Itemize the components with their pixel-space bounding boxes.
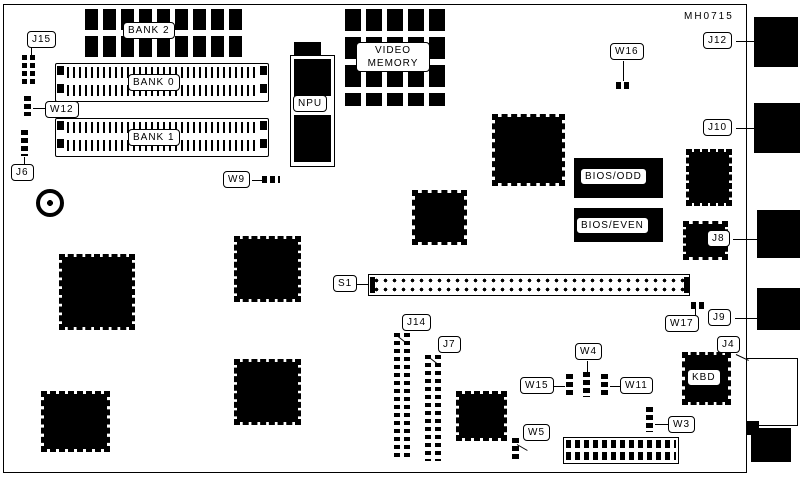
w9-jumper	[262, 176, 280, 183]
ic-chip	[41, 391, 110, 452]
j14-pin-column	[404, 333, 410, 461]
w3-jumper	[646, 407, 653, 432]
ic-chip	[412, 190, 467, 245]
connector-j8	[757, 210, 800, 258]
label-j6: J6	[11, 164, 34, 181]
ic-chip	[59, 254, 135, 330]
connector-j12	[754, 17, 798, 67]
simm-latch	[260, 121, 267, 130]
npu-chip-upper	[294, 59, 331, 96]
label-w16: W16	[610, 43, 644, 60]
label-bank2: BANK 2	[123, 22, 175, 39]
label-bios-even: BIOS/EVEN	[576, 217, 649, 234]
s1-end-block	[684, 277, 689, 293]
w12-jumper	[24, 96, 31, 116]
label-w15: W15	[520, 377, 554, 394]
label-j14: J14	[402, 314, 432, 331]
label-w3: W3	[668, 416, 695, 433]
callout-pointer	[357, 284, 369, 285]
part-number: MH0715	[684, 11, 734, 22]
s1-pin-dots	[372, 276, 686, 294]
simm-latch	[260, 66, 267, 75]
label-npu: NPU	[293, 95, 328, 112]
s1-end-block	[370, 277, 375, 293]
w4-jumper	[583, 372, 590, 397]
label-w5: W5	[523, 424, 550, 441]
simm-latch	[57, 121, 64, 130]
callout-pointer	[252, 180, 262, 181]
npu-top-tab	[294, 42, 321, 55]
callout-pointer	[695, 308, 696, 316]
label-s1: S1	[333, 275, 358, 292]
label-bios-odd: BIOS/ODD	[580, 168, 647, 185]
callout-pointer	[736, 128, 754, 129]
callout-pointer	[736, 41, 754, 42]
connector-j9	[757, 288, 800, 330]
w16-jumper	[616, 82, 632, 89]
connector-j4	[746, 358, 798, 426]
w17-jumper	[691, 302, 707, 309]
label-bank1: BANK 1	[128, 129, 180, 146]
bottom-header-pin-row	[566, 440, 676, 448]
label-j7: J7	[438, 336, 461, 353]
label-bank0: BANK 0	[128, 74, 180, 91]
bank1-pin-row	[67, 122, 257, 133]
callout-pointer	[623, 61, 624, 81]
simm-latch	[57, 84, 64, 93]
ic-chip	[492, 114, 565, 186]
callout-pointer	[610, 386, 620, 387]
w11-jumper	[601, 374, 608, 398]
callout-pointer	[733, 239, 757, 240]
label-j10: J10	[703, 119, 733, 136]
simm-latch	[260, 139, 267, 148]
npu-chip-lower	[294, 115, 331, 162]
mounting-hole	[36, 189, 64, 217]
bottom-header-pin-row	[566, 452, 676, 460]
j14-pin-column	[394, 333, 400, 461]
label-j4: J4	[717, 336, 740, 353]
j7-pin-column	[435, 355, 441, 461]
w5-jumper	[512, 438, 519, 460]
j7-pin-column	[425, 355, 431, 461]
connector-j10	[754, 103, 800, 153]
label-j8: J8	[707, 230, 730, 247]
j6-jumper	[21, 130, 28, 156]
label-w9: W9	[223, 171, 250, 188]
connector-bottom-right	[751, 428, 791, 462]
simm-latch	[260, 84, 267, 93]
callout-pointer	[655, 424, 668, 425]
ic-chip	[234, 359, 301, 425]
label-w4: W4	[575, 343, 602, 360]
label-w12: W12	[45, 101, 79, 118]
callout-pointer	[735, 318, 757, 319]
w15-jumper	[566, 374, 573, 398]
label-video-memory: VIDEO MEMORY	[356, 42, 430, 72]
callout-pointer	[31, 48, 32, 56]
simm-latch	[57, 139, 64, 148]
j15-pin-block	[22, 55, 35, 87]
ic-chip	[234, 236, 301, 302]
label-w11: W11	[620, 377, 653, 394]
callout-pointer	[33, 108, 45, 109]
simm-latch	[57, 66, 64, 75]
callout-pointer	[549, 386, 565, 387]
label-kbd: KBD	[687, 369, 721, 386]
label-j9: J9	[708, 309, 731, 326]
label-j15: J15	[27, 31, 57, 48]
label-w17: W17	[665, 315, 699, 332]
callout-pointer	[24, 157, 25, 165]
callout-pointer	[587, 361, 588, 372]
ic-chip	[686, 149, 732, 206]
bank0-pin-row	[67, 67, 257, 78]
label-j12: J12	[703, 32, 733, 49]
ic-chip	[456, 391, 507, 441]
